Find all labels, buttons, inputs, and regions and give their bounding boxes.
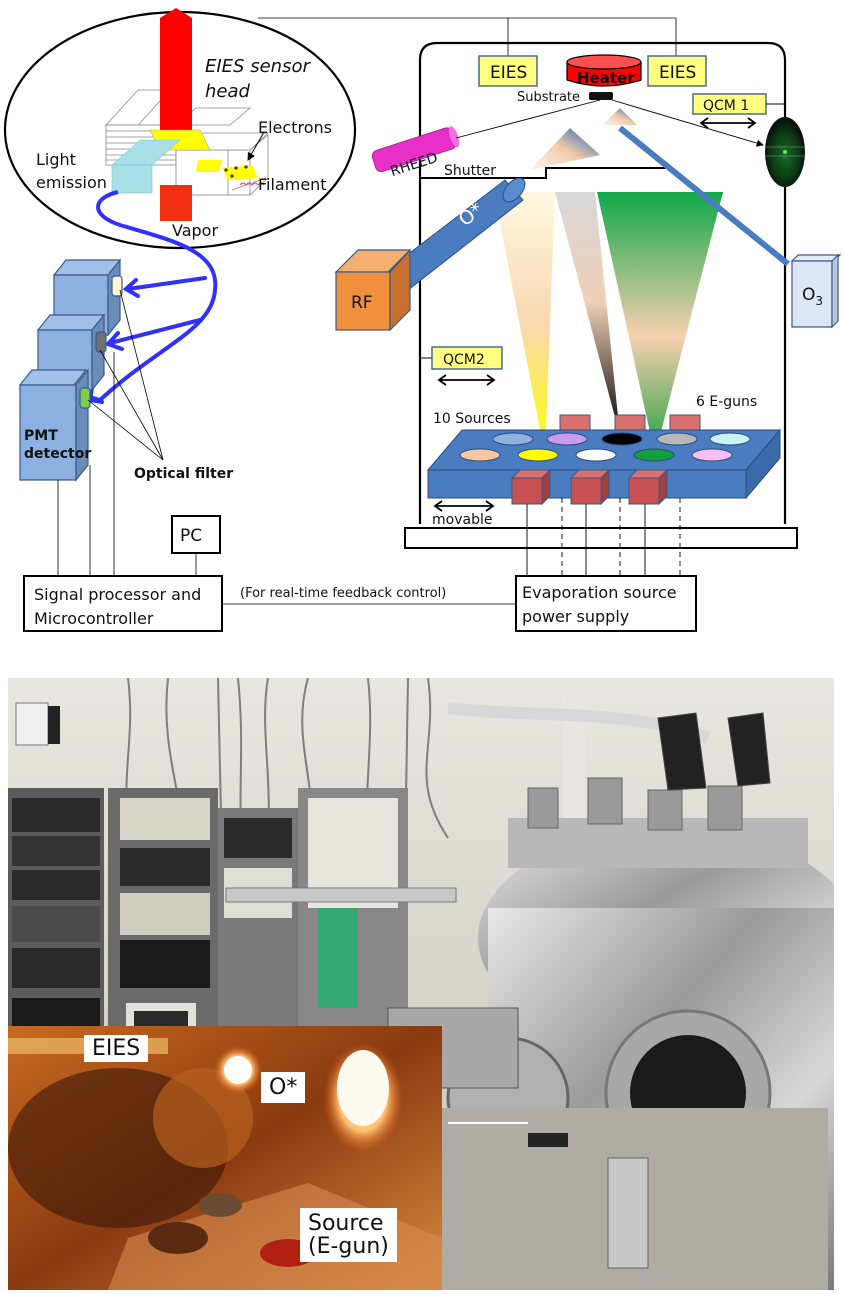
chamber-flange <box>404 527 798 549</box>
filament-label: Filament <box>258 175 327 194</box>
eies-sensor-head-label: EIES sensor <box>205 56 311 77</box>
crucible <box>517 448 559 462</box>
pmt-detector <box>19 384 77 481</box>
eies-sensor-inset: EIES sensor head Electrons Light emissio… <box>3 8 357 250</box>
crucible <box>601 432 643 446</box>
rheed-gun <box>371 126 460 173</box>
vapor-inlet <box>160 185 192 221</box>
mbe-lab-photo: EIES O* Source (E-gun) <box>8 678 834 1290</box>
vacuum-chamber <box>418 41 787 524</box>
qcm1-move-arrow <box>699 117 757 129</box>
ozone-source <box>790 253 842 329</box>
substrate-label: Substrate <box>517 90 580 105</box>
lab-photo-illustration <box>8 678 834 1290</box>
feedback-label: (For real-time feedback control) <box>240 586 446 601</box>
green-flux-beam <box>597 192 723 455</box>
crucible-group <box>459 432 751 462</box>
optical-filter-2 <box>95 331 107 353</box>
substrate <box>589 92 613 100</box>
front-eguns <box>510 468 669 506</box>
rf-label: RF <box>351 293 373 313</box>
qcm2-box <box>431 346 503 370</box>
vapor-label: Vapor <box>172 221 218 240</box>
qcm2-move-arrow <box>437 374 496 386</box>
signal-processor-label: Signal processor and <box>34 585 201 604</box>
ozone-cone <box>602 108 637 125</box>
crucible <box>691 448 733 462</box>
filament-coil <box>239 182 265 186</box>
power-supply-box <box>515 575 697 632</box>
power-supply-label-2: power supply <box>522 607 629 626</box>
optical-filter-1 <box>111 275 123 297</box>
sources-label: 10 Sources <box>433 411 511 427</box>
photo-label-eies: EIES <box>84 1035 149 1063</box>
yellow-flux-beam <box>494 192 555 455</box>
signal-processor-box <box>23 575 223 632</box>
eies-left-label: EIES <box>490 63 527 83</box>
black-flux-beam <box>555 192 620 436</box>
crucible <box>633 448 675 462</box>
rheed-beam <box>455 99 764 147</box>
eies-right-box <box>647 55 707 87</box>
eies-right-label: EIES <box>659 63 696 83</box>
electrons-label: Electrons <box>258 118 332 137</box>
signal-processor-label-2: Microcontroller <box>34 609 154 628</box>
qcm1-label: QCM 1 <box>703 98 749 114</box>
shutter-label: Shutter <box>444 163 496 179</box>
eies-left-box <box>478 55 538 87</box>
sensor-rod-top <box>160 18 192 130</box>
egun-power-lines <box>526 504 646 576</box>
detector-wires <box>57 352 197 576</box>
rf-source <box>334 248 412 332</box>
qcm2-label: QCM2 <box>443 352 485 368</box>
ozone-nozzle <box>618 125 790 267</box>
eguns-label: 6 E-guns <box>696 394 757 410</box>
photo-label-oxygen-radical: O* <box>261 1072 306 1104</box>
vacuum-chamber-photo <box>225 712 834 1290</box>
optical-filter-3 <box>79 387 91 409</box>
eies-sensor-head-label-2: head <box>205 81 251 102</box>
electrons-arrow <box>247 131 265 161</box>
pmt-label-2: detector <box>24 446 91 462</box>
pmt-detector-stack <box>18 258 123 482</box>
pc-label: PC <box>180 526 202 546</box>
movable-label: movable <box>432 512 492 528</box>
photo-label-source-line2: (E-gun) <box>308 1234 389 1260</box>
eies-wiring <box>258 17 677 56</box>
crucible <box>656 432 698 446</box>
oxygen-radical-source <box>384 177 526 295</box>
crucible <box>459 448 501 462</box>
pmt-label: PMT <box>24 428 58 444</box>
pc-box <box>171 515 221 554</box>
optical-filter-label: Optical filter <box>134 466 233 482</box>
back-eguns <box>559 414 701 432</box>
crucible <box>546 432 588 446</box>
stage-move-arrow <box>433 500 495 512</box>
photo-label-source: Source (E-gun) <box>300 1208 397 1263</box>
heater <box>566 54 642 87</box>
ozone-label: O3 <box>802 285 823 308</box>
light-emission-region <box>111 164 153 194</box>
filter-pointer-lines <box>87 289 164 461</box>
shutter <box>420 167 668 179</box>
crucible <box>575 448 617 462</box>
light-emission-label-2: emission <box>36 173 107 192</box>
mbe-system-diagram: EIES sensor head Electrons Light emissio… <box>3 8 842 632</box>
fiber-arrows <box>87 276 207 404</box>
optical-fiber <box>96 190 218 402</box>
oxygen-radical-cone <box>530 128 600 170</box>
power-supply-label: Evaporation source <box>522 583 677 602</box>
crucible <box>709 432 751 446</box>
crucible <box>492 432 534 446</box>
heater-label: Heater <box>577 69 635 87</box>
egun-power-lines-back <box>561 498 681 576</box>
photo-label-source-line1: Source <box>308 1211 384 1236</box>
light-emission-label: Light <box>36 150 76 169</box>
